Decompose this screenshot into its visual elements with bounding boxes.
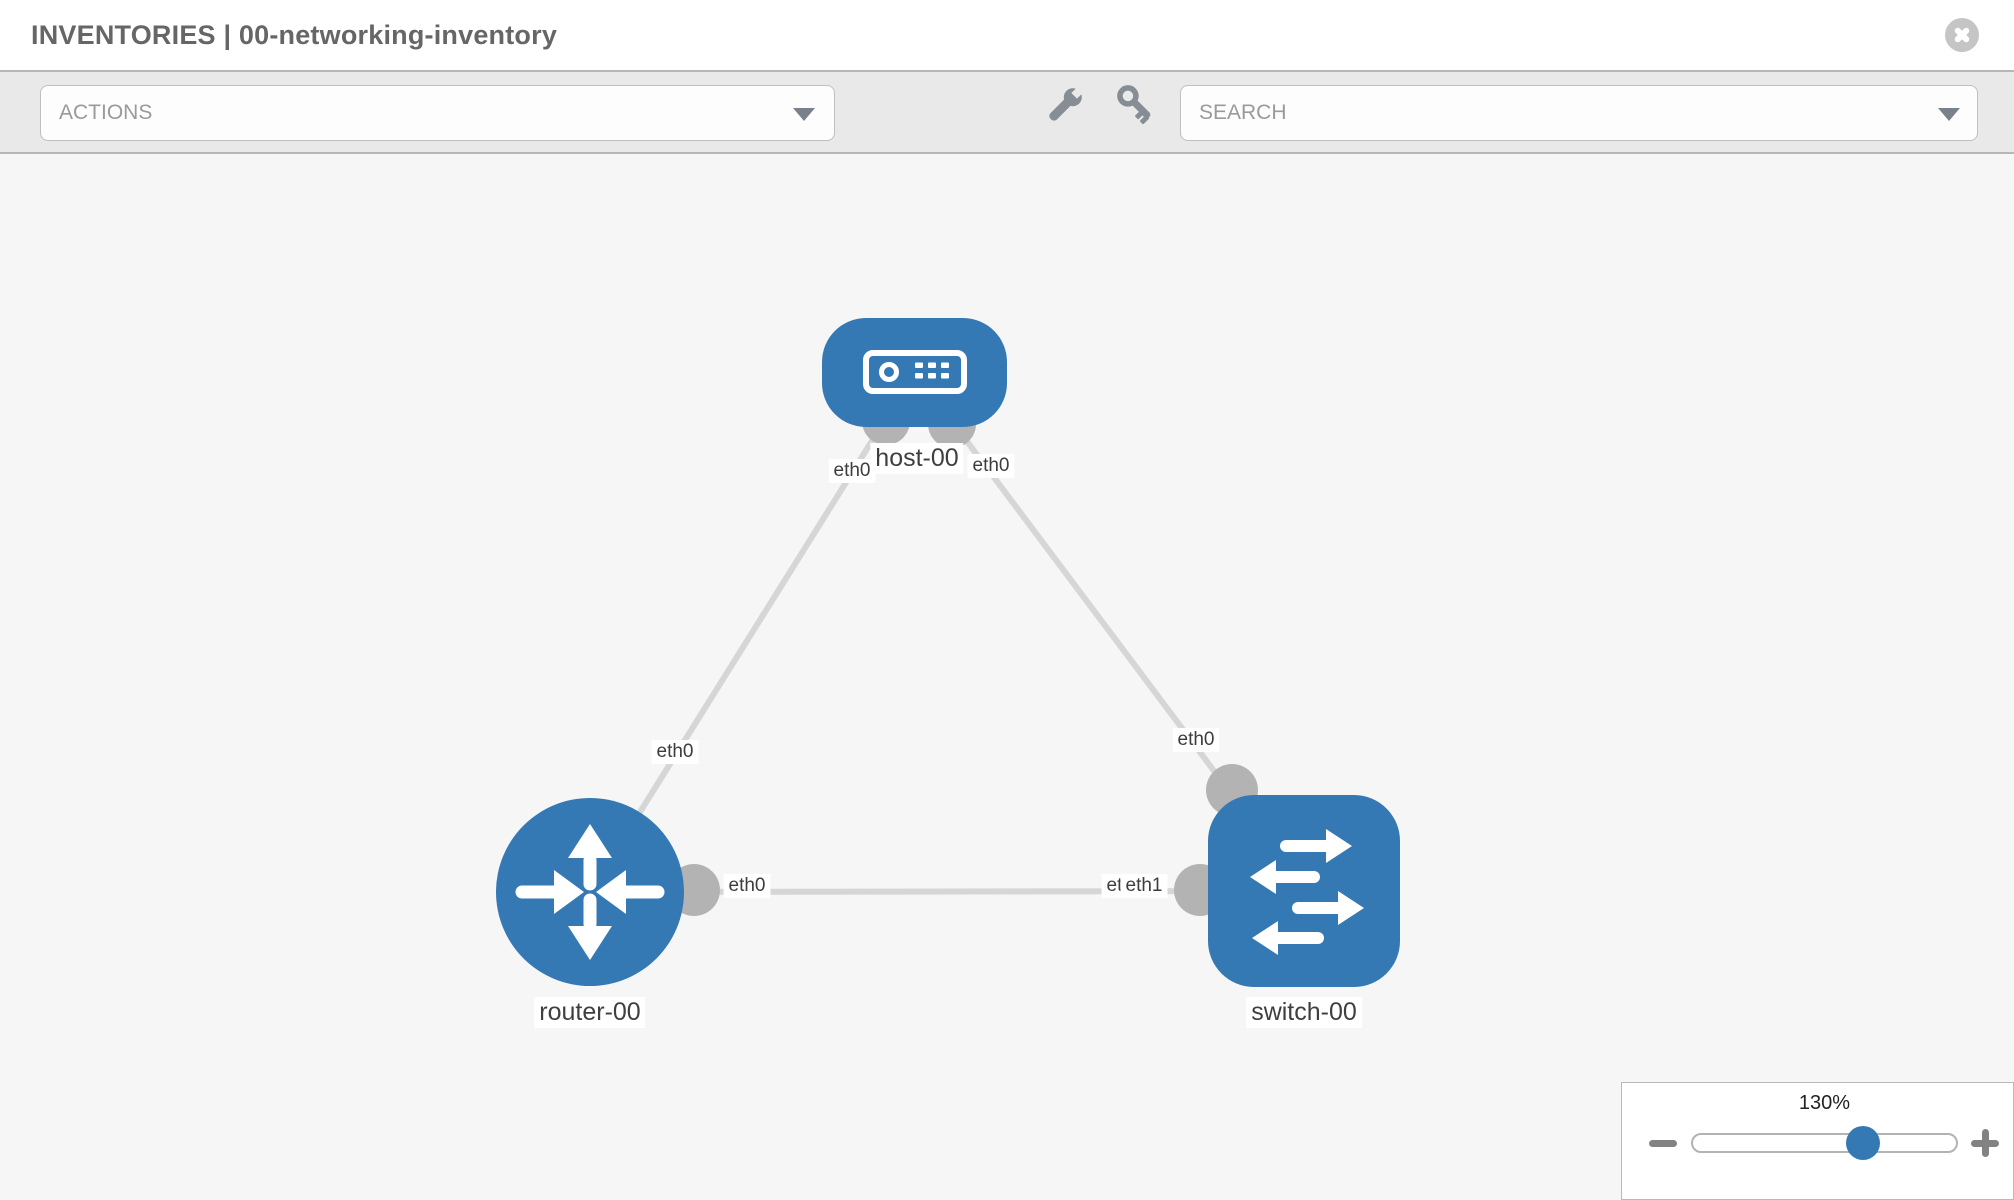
host-server-icon: [863, 350, 967, 394]
interface-label-router-eth0-right: eth0: [723, 874, 771, 898]
interface-points: [668, 397, 1258, 916]
topology-toolbar: ACTIONS SEARCH: [0, 72, 2014, 154]
close-button[interactable]: [1945, 18, 1979, 52]
node-label-host: host-00: [870, 443, 964, 474]
router-node-shape[interactable]: [496, 798, 684, 986]
host-node-shape[interactable]: [822, 318, 1007, 427]
switch-icon: [1250, 829, 1364, 955]
link-host-router[interactable]: [587, 370, 918, 894]
actions-dropdown[interactable]: ACTIONS: [40, 85, 835, 141]
switch-node-shape[interactable]: [1208, 795, 1400, 987]
node-label-switch: switch-00: [1246, 997, 1362, 1028]
node-host-00[interactable]: [822, 318, 1007, 427]
zoom-level-value: 130%: [1798, 1092, 1851, 1114]
zoom-out-button[interactable]: [1649, 1129, 1677, 1157]
search-dropdown-label: SEARCH: [1199, 101, 1287, 124]
wrench-icon[interactable]: [1045, 84, 1085, 124]
zoom-control-panel: 130%: [1621, 1082, 2014, 1200]
zoom-slider-track[interactable]: [1691, 1133, 1958, 1153]
search-dropdown[interactable]: SEARCH: [1180, 85, 1978, 141]
node-router-00[interactable]: [496, 798, 684, 986]
interface-label-host-eth0-right: eth0: [967, 454, 1015, 478]
node-label-router: router-00: [534, 997, 646, 1028]
minus-icon: [1649, 1140, 1677, 1147]
key-icon[interactable]: [1115, 84, 1155, 124]
interface-label-host-eth0-left: eth0: [828, 459, 876, 483]
interface-label-switch-eth0-top: eth0: [1172, 728, 1220, 752]
window-header: INVENTORIES | 00-networking-inventory: [0, 0, 2014, 72]
chevron-down-icon[interactable]: [1938, 108, 1960, 121]
chevron-down-icon[interactable]: [793, 108, 815, 121]
page-title: INVENTORIES | 00-networking-inventory: [31, 20, 558, 50]
interface-label-router-eth0-top: eth0: [651, 740, 699, 764]
zoom-in-button[interactable]: [1971, 1129, 1999, 1157]
router-icon: [515, 824, 665, 960]
actions-dropdown-label: ACTIONS: [59, 101, 153, 124]
interface-label-switch-eth1: eth1: [1120, 874, 1168, 898]
zoom-slider-handle[interactable]: [1846, 1126, 1880, 1160]
node-switch-00[interactable]: [1208, 795, 1400, 987]
